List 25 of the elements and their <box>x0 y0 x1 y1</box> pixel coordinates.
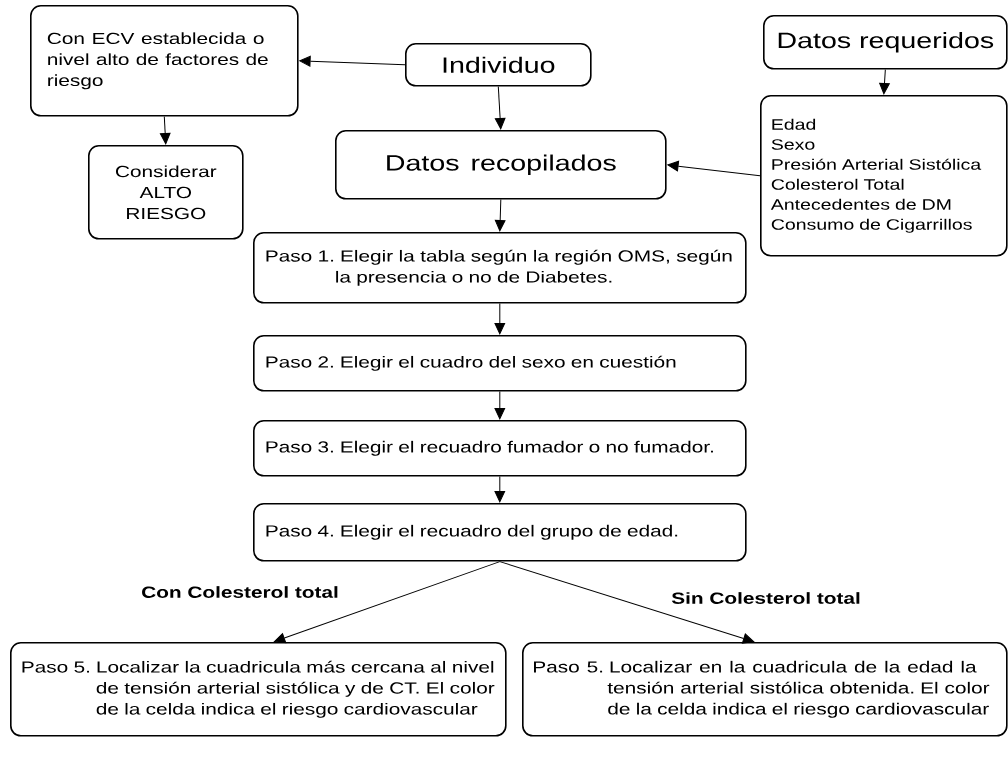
process-box: Considerar ALTO RIESGO <box>88 145 244 240</box>
arrow <box>273 561 501 644</box>
process-box: Paso 1. Elegir la tabla según la región OMS, según la presencia o no de Diabetes. <box>253 232 747 304</box>
process-box: Con ECV establecida o nivel alto de factores de riesgo <box>30 5 299 117</box>
process-box: Paso 2. Elegir el cuadro del sexo en cuestión <box>253 335 747 392</box>
arrow <box>159 116 171 145</box>
process-box: Paso 3. Elegir el recuadro fumador o no fumador. <box>253 420 747 477</box>
arrow <box>494 476 506 503</box>
process-box: Individuo <box>405 43 592 87</box>
arrow <box>494 303 506 335</box>
arrow <box>494 86 506 130</box>
arrow <box>299 55 406 67</box>
arrow <box>879 69 890 95</box>
process-box: Paso 5. Localizar en la cuadricula de la edad la tensión arterial sistólica obtenida. El color de la celda indica el riesgo cardiovascular <box>522 642 1008 737</box>
process-box: Paso 4. Elegir el recuadro del grupo de edad. <box>253 503 747 562</box>
arrow <box>499 561 755 644</box>
arrow <box>494 391 506 420</box>
edge-label: Sin Colesterol total <box>669 590 863 606</box>
arrow <box>494 199 506 232</box>
process-box: Edad Sexo Presión Arterial Sistólica Colesterol Total Antecedentes de DM Consumo de Cigarrillos <box>760 95 1008 257</box>
edge-label: Con Colesterol total <box>139 584 341 600</box>
process-box: Paso 5. Localizar la cuadricula más cercana al nivel de tensión arterial sistólica y de CT. El color de la celda indica el riesgo cardiovascular <box>10 642 507 737</box>
arrow <box>667 160 761 177</box>
process-box: Datos recopilados <box>335 130 667 200</box>
process-box: Datos requeridos <box>763 15 1008 70</box>
